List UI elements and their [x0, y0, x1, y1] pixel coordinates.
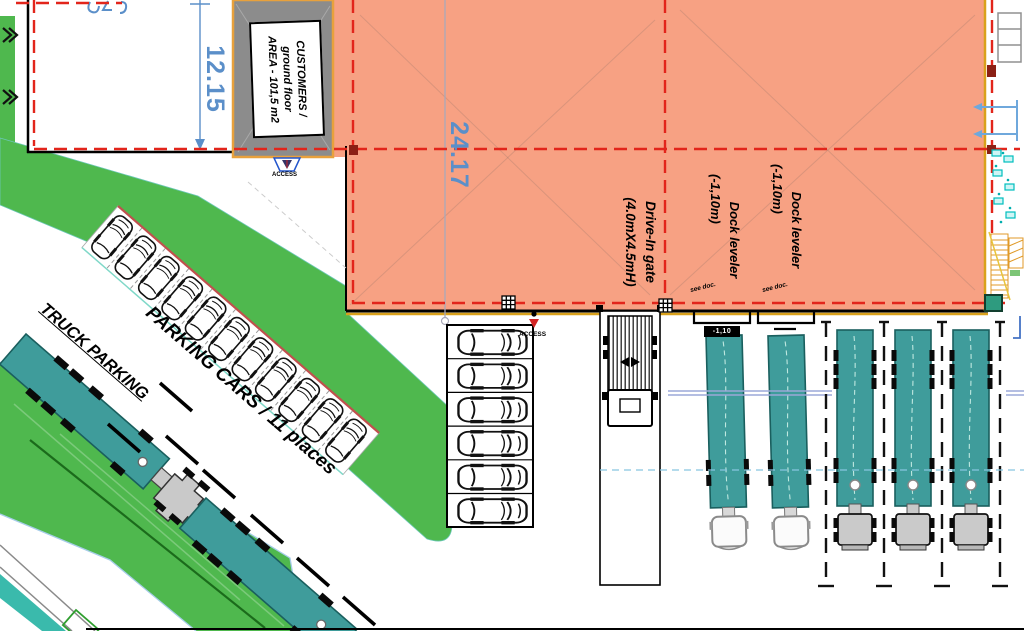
truck-bay-dashes — [106, 381, 377, 627]
drive-in-line2: (4.0mX4.5mH) — [623, 197, 639, 287]
road-edge — [0, 566, 73, 631]
dock1-line1: Dock leveler — [727, 201, 742, 279]
drive-in-lane — [596, 305, 664, 586]
dimension-12-15: 12.15 — [201, 45, 229, 113]
chevron-icon — [2, 27, 19, 43]
bay-trucks — [832, 329, 994, 551]
blue-arrow-icon — [973, 100, 1018, 141]
room-borders — [26, 0, 233, 154]
gate-truck-trailer — [607, 315, 653, 391]
customers-area-label: CUSTOMERS / ground floor AREA - 101,5 m2 — [248, 19, 326, 139]
road-edge — [0, 544, 96, 631]
car-icon — [457, 327, 528, 358]
customers-line2: ground floor — [280, 46, 295, 112]
corner-marker — [984, 294, 1003, 312]
green-outline-rect — [61, 608, 100, 631]
dock2-line1: Dock leveler — [789, 191, 804, 269]
truck-bay-lines — [818, 320, 1008, 588]
dock-truck-icon — [701, 333, 753, 551]
pedestrian-icon — [529, 311, 539, 328]
dock-truck-icon — [763, 333, 815, 551]
right-margin-details — [973, 12, 1024, 339]
semi-truck-diagonal-1 — [0, 332, 211, 526]
semi-truck-diagonal-2 — [178, 496, 359, 631]
warehouse-building — [247, 0, 988, 326]
blue-bracket — [1013, 316, 1021, 339]
dock1-line2: (-1,10m) — [708, 174, 724, 224]
utility-blue-lines — [668, 390, 1024, 396]
grass-centerline — [29, 439, 266, 629]
dimension-24-17: 24.17 — [445, 121, 473, 189]
semi-truck-icon — [890, 329, 936, 551]
car-icon — [457, 395, 528, 425]
vertical-parked-cars — [447, 327, 533, 526]
dock-trucks — [701, 333, 815, 551]
dock-level-badge: -1,10 — [704, 326, 740, 337]
column-grid-symbol — [501, 295, 673, 313]
room-area — [28, 0, 233, 152]
stairs-icon — [988, 231, 1024, 301]
drive-in-line1: Drive-In gate — [643, 201, 658, 283]
customers-line3: AREA - 101,5 m2 — [265, 35, 281, 124]
dock-leveler-1-label: Dock leveler (-1,10m) — [701, 160, 743, 320]
car-icon — [457, 496, 528, 526]
diagonal-parked-cars — [87, 211, 371, 467]
car-icon — [457, 428, 528, 459]
red-boundary-dashes — [16, 0, 1020, 308]
teal-strip — [0, 574, 66, 631]
customers-line1: CUSTOMERS / — [294, 40, 309, 117]
semi-truck-icon — [948, 329, 994, 551]
drive-in-gate-label: Drive-In gate (4.0mX4.5mH) — [614, 162, 660, 322]
access-bottom-label: ACCESS — [519, 331, 547, 338]
car-icon — [457, 462, 528, 492]
access-top-label: ACCESS — [272, 172, 298, 178]
car-icon — [457, 361, 528, 391]
cyan-fixtures — [991, 149, 1016, 224]
semi-truck-icon — [832, 329, 878, 551]
chevron-icon — [2, 89, 19, 105]
